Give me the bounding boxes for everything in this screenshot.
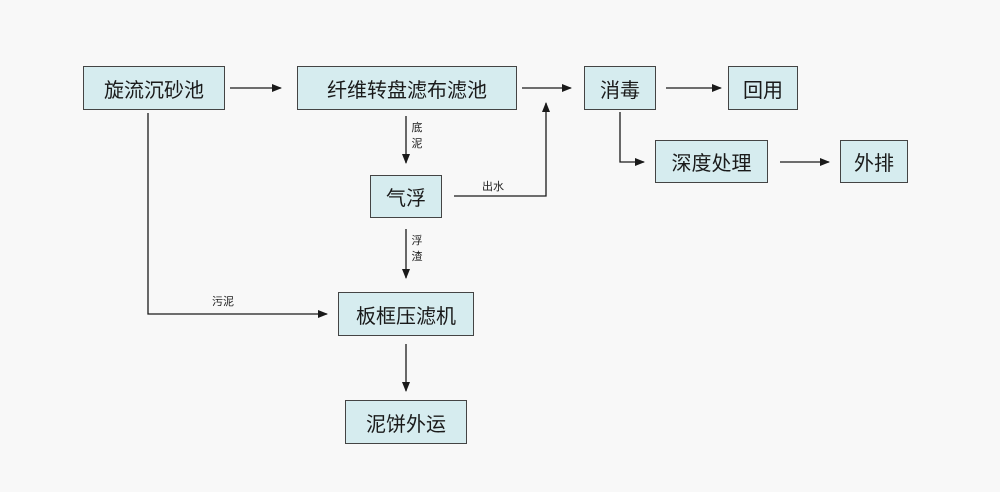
reuse-box: 回用 [728,66,798,110]
sludge-cake-transport-box: 泥饼外运 [345,400,467,444]
effluent-label: 出水 [482,180,504,193]
scum-label: 浮渣 [411,234,423,263]
air-flotation-box: 气浮 [370,175,442,218]
arrow-disinfection-to-advanced [619,112,645,166]
arrow-flotation-to-disinfection [454,102,550,197]
arrow-grit-to-press [147,113,328,318]
discharge-box: 外排 [840,140,908,183]
advanced-treatment-box: 深度处理 [655,140,768,183]
filter-press-box: 板框压滤机 [338,292,474,336]
bottom-sludge-label: 底泥 [411,121,423,150]
fiber-disc-filter-box: 纤维转盘滤布滤池 [297,66,517,110]
disinfection-box: 消毒 [584,66,656,110]
grit-chamber-box: 旋流沉砂池 [83,66,225,110]
sludge-label: 污泥 [212,295,234,308]
